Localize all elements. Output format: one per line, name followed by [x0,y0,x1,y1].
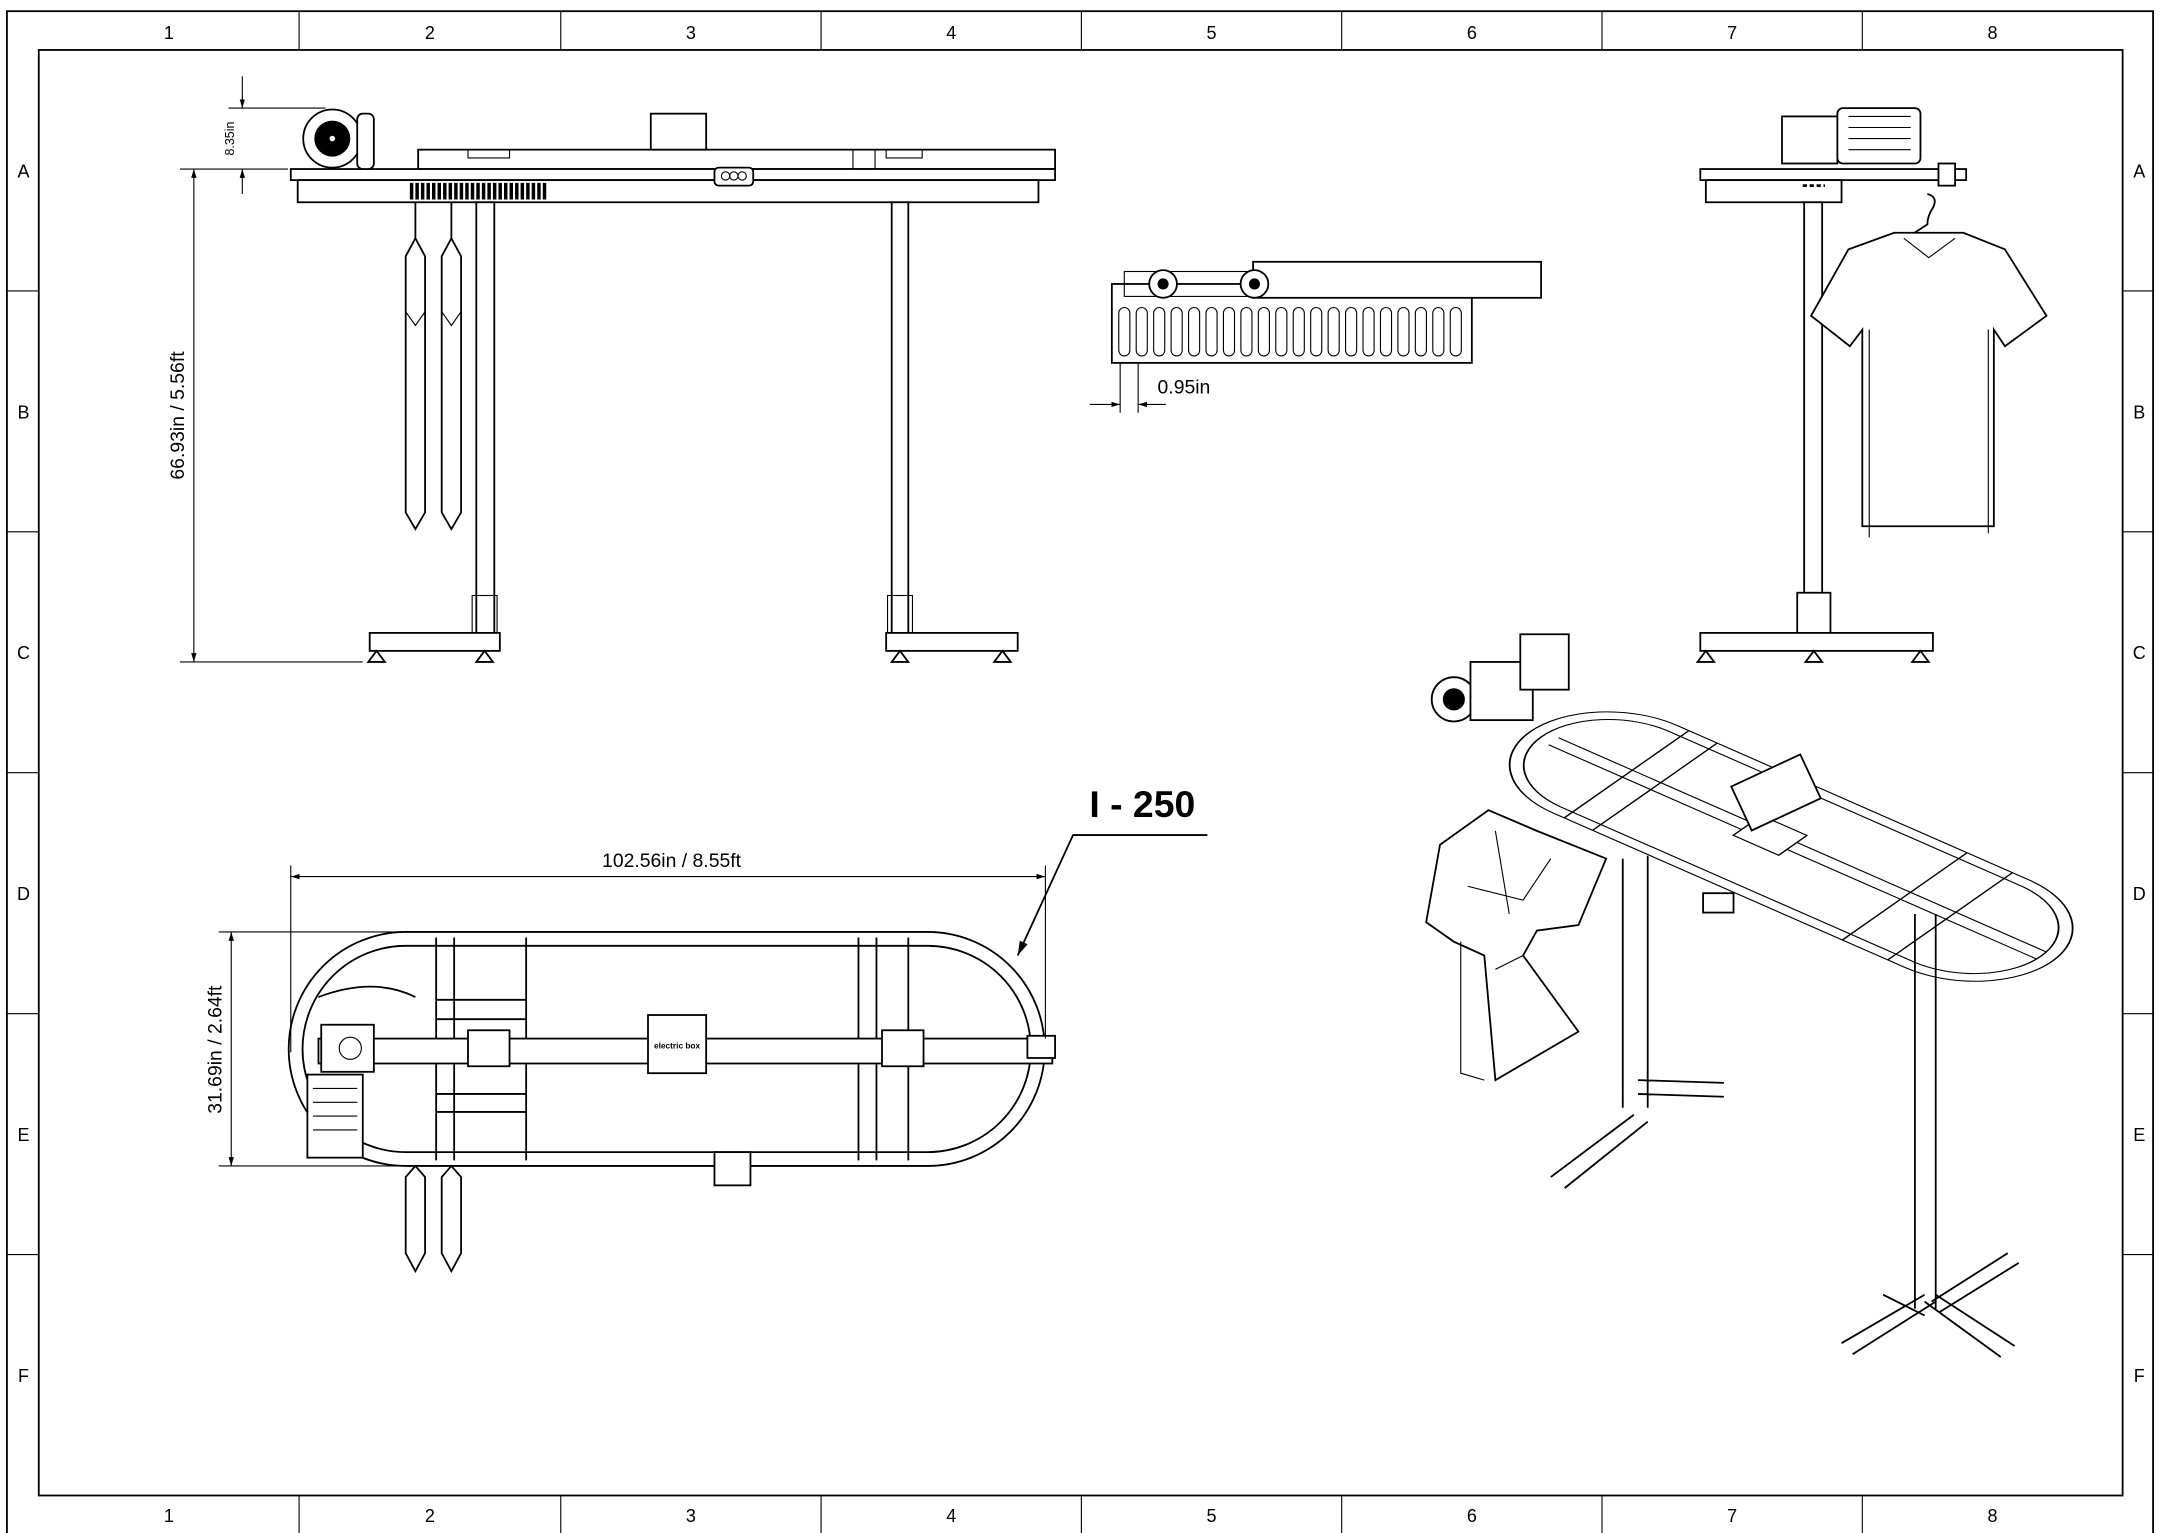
detail-view-slots: 0.95in [1089,260,1542,413]
dim-overall-width: 31.69in / 2.64ft [205,985,227,1114]
isometric-view [1425,633,2074,1358]
grid-row-label: B [18,402,30,422]
motor-front [302,108,375,170]
hanging-garments-iso [1425,809,1608,1082]
dim-slot-pitch: 0.95in [1158,376,1211,398]
grid-column-label: 5 [1207,1506,1217,1526]
grid-column-label: 8 [1987,1506,1997,1526]
t-shirt-icon [1809,231,2048,528]
grid-column-label: 5 [1207,23,1217,43]
grid-row-label: E [2133,1125,2145,1145]
side-view [1695,107,2048,663]
grid-column-label: 3 [686,23,696,43]
grid-column-label: 7 [1727,23,1737,43]
gearbox [320,1023,375,1073]
grid-row-label: B [2133,402,2145,422]
grid-column-label: 1 [164,23,174,43]
grid-column-label: 2 [425,1506,435,1526]
grid-row-label: A [2133,161,2145,181]
grid-column-label: 7 [1727,1506,1737,1526]
hanging-garment-pendants [404,202,462,531]
hanging-garment-pendants-top [404,1164,462,1274]
grid-row-label: E [18,1125,30,1145]
sheet-frame [6,10,2154,1533]
grid-row-label: F [18,1366,29,1386]
grid-row-label: F [2134,1366,2145,1386]
dim-overall-length: 102.56in / 8.55ft [602,850,742,872]
grid-row-label: C [17,643,30,663]
grid-column-label: 1 [164,1506,174,1526]
front-view: 8.35in 66.93in / 5.56ft [167,76,1056,663]
grid-column-label: 4 [946,23,956,43]
electric-box [649,112,708,151]
grid-row-label: D [2133,884,2146,904]
electric-box-label: electric box [654,1040,701,1050]
grid-row-label: A [18,161,30,181]
dim-overall-height: 66.93in / 5.56ft [167,351,189,480]
hanger-icon [1899,193,1936,244]
grid-column-label: 4 [946,1506,956,1526]
grid-column-label: 3 [686,1506,696,1526]
grid-column-label: 8 [1987,23,1997,43]
grid-column-label: 2 [425,23,435,43]
top-view: electric box 102.56in / 8.55ft 31.69in /… [205,783,1208,1274]
model-label: I - 250 [1089,783,1195,825]
connector-icon [713,166,755,187]
electric-box [647,1014,708,1075]
grid-column-label: 6 [1467,23,1477,43]
grid-column-label: 6 [1467,1506,1477,1526]
dim-motor-height: 8.35in [223,122,237,156]
grid-row-label: C [2133,643,2146,663]
grid-row-label: D [17,884,30,904]
